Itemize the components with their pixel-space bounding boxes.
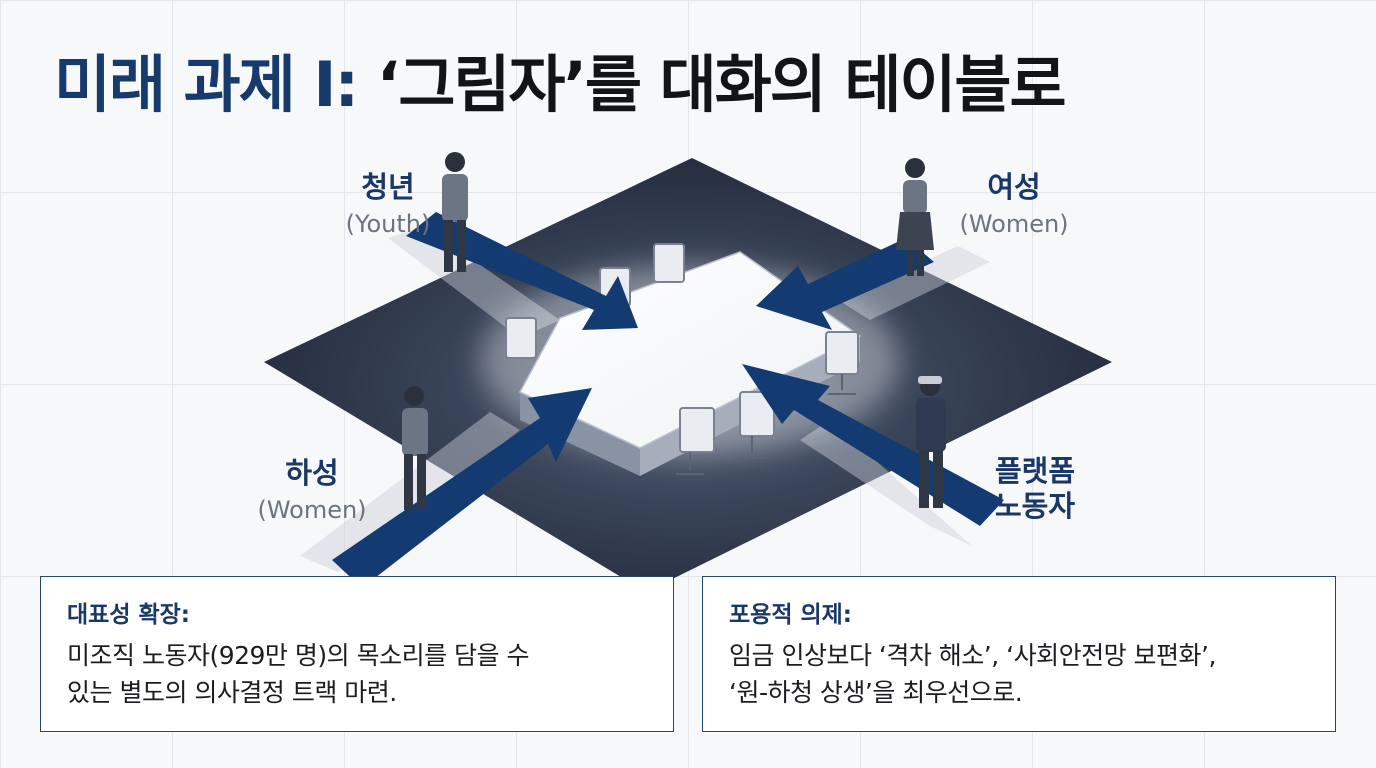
label-women-right-ko: 여성 (987, 170, 1041, 204)
label-women-right-en: (Women) (959, 209, 1069, 238)
arrow-women-left (332, 388, 592, 588)
representation-body: 미조직 노동자(929만 명)의 목소리를 담을 수 있는 별도의 의사결정 트… (67, 641, 529, 707)
label-youth: 청년 (Youth) (318, 170, 458, 240)
person-youth (442, 152, 468, 272)
arrow-women-right (756, 238, 934, 330)
person-women-right (896, 158, 934, 276)
beam-women-right (838, 246, 990, 320)
beam-platform (800, 420, 972, 546)
label-platform: 플랫폼 노동자 (970, 454, 1100, 524)
page-title: 미래 과제 I: ‘그림자’를 대화의 테이블로 (54, 34, 1067, 124)
representation-title: 대표성 확장: (67, 602, 191, 628)
person-platform (916, 376, 946, 508)
title-main: ‘그림자’를 대화의 테이블로 (376, 48, 1067, 121)
label-women-left-en: (Women) (257, 495, 367, 524)
label-youth-en: (Youth) (345, 209, 431, 238)
person-women-left (402, 386, 428, 510)
label-women-left: 하성 (Women) (244, 456, 380, 526)
agenda-box: 포용적 의제: 임금 인상보다 ‘격차 해소’, ‘사회안전망 보편화’, ‘원… (702, 576, 1336, 732)
agenda-body: 임금 인상보다 ‘격차 해소’, ‘사회안전망 보편화’, ‘원-하청 상생’을… (729, 641, 1216, 707)
title-prefix: 미래 과제 I: (54, 48, 359, 121)
label-women-left-ko: 하성 (285, 456, 339, 490)
label-women-right: 여성 (Women) (946, 170, 1082, 240)
representation-box: 대표성 확장: 미조직 노동자(929만 명)의 목소리를 담을 수 있는 별도… (40, 576, 674, 732)
agenda-title: 포용적 의제: (729, 602, 853, 628)
label-platform-ko: 플랫폼 노동자 (994, 454, 1076, 523)
label-youth-ko: 청년 (361, 170, 415, 204)
